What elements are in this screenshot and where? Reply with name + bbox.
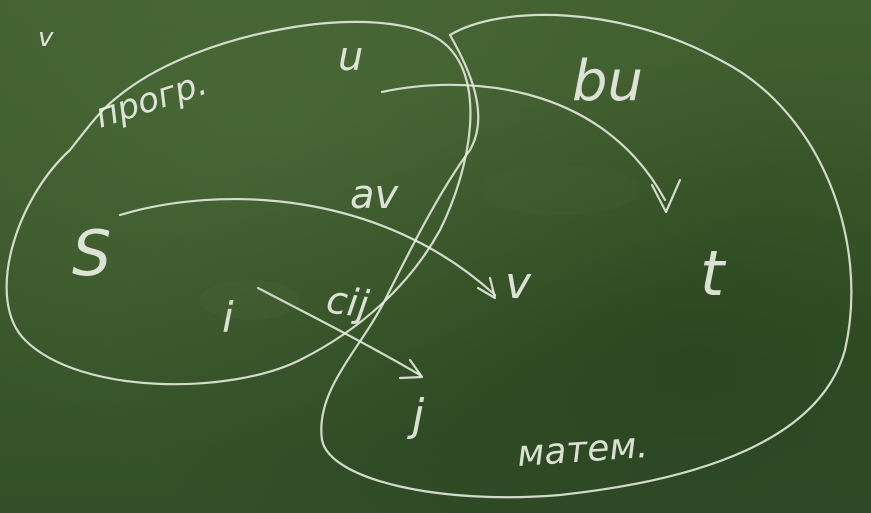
weight-av-label: av bbox=[350, 172, 400, 218]
arrowhead-i-j bbox=[398, 358, 424, 380]
edge-i-j bbox=[256, 286, 422, 377]
node-s-label: S bbox=[72, 217, 111, 290]
corner-mark: v bbox=[38, 23, 54, 53]
arrowhead-s-v bbox=[476, 276, 497, 300]
node-i-label: i bbox=[222, 293, 234, 342]
weight-bu-label: bu bbox=[572, 49, 643, 114]
arrowhead-u-t bbox=[650, 178, 682, 214]
chalk-smudge bbox=[480, 165, 640, 215]
node-t-label: t bbox=[700, 237, 727, 310]
edge-u-t bbox=[380, 83, 667, 202]
node-v-label: v bbox=[505, 258, 532, 309]
node-j-label: j bbox=[407, 390, 425, 441]
edge-s-v bbox=[118, 197, 497, 297]
chalk-smudge bbox=[200, 280, 300, 320]
set-prog-outline bbox=[5, 20, 472, 386]
weight-cij-label: cij bbox=[324, 277, 372, 326]
set-mat-label: матем. bbox=[516, 425, 649, 475]
set-mat-outline bbox=[320, 13, 853, 499]
node-u-label: u bbox=[338, 34, 363, 80]
